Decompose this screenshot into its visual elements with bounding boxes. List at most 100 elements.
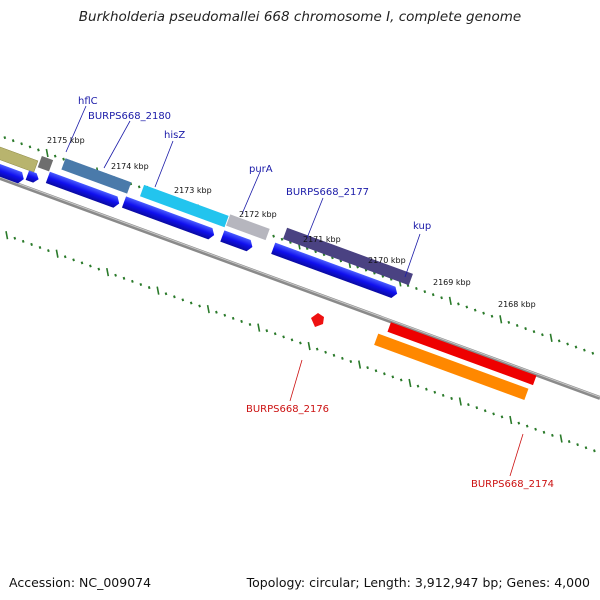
minor-tick xyxy=(53,154,57,158)
ruler-label: 2174 kbp xyxy=(111,162,149,171)
minor-tick xyxy=(215,310,218,314)
minor-tick xyxy=(248,323,252,327)
minor-tick xyxy=(465,305,469,309)
minor-tick xyxy=(28,145,32,149)
minor-tick xyxy=(566,342,569,346)
major-tick xyxy=(55,249,59,258)
major-tick xyxy=(307,341,311,351)
minor-tick xyxy=(315,347,319,351)
minor-tick xyxy=(272,234,275,238)
gene-label-BURPS668_2180[interactable]: BURPS668_2180 xyxy=(88,111,171,122)
gene-bar-BURPS668_2177[interactable] xyxy=(226,214,270,241)
minor-tick xyxy=(198,304,201,308)
accession-text: Accession: NC_009074 xyxy=(9,575,152,590)
minor-tick xyxy=(97,267,101,271)
minor-tick xyxy=(532,330,536,334)
cds-arrow-5[interactable] xyxy=(121,196,216,240)
minor-tick xyxy=(541,333,544,337)
minor-tick xyxy=(450,396,453,400)
minor-tick xyxy=(423,290,427,294)
major-tick xyxy=(549,333,553,342)
gene-bar-BURPS668_2174-orange[interactable] xyxy=(374,333,529,400)
lower-tick-track xyxy=(5,231,596,453)
minor-tick xyxy=(584,446,588,450)
minor-tick xyxy=(72,258,75,262)
minor-tick xyxy=(299,341,302,345)
cds-arrow-2[interactable] xyxy=(0,154,26,185)
minor-tick xyxy=(173,295,176,299)
major-tick xyxy=(499,315,503,324)
minor-tick xyxy=(507,320,511,324)
minor-tick xyxy=(366,366,369,370)
minor-tick xyxy=(164,292,168,296)
minor-tick xyxy=(139,282,143,286)
cds-arrow-4[interactable] xyxy=(45,171,121,209)
gene-bar-BURPS668_2180[interactable] xyxy=(37,155,54,172)
minor-tick xyxy=(542,430,546,434)
minor-tick xyxy=(440,296,443,300)
minor-tick xyxy=(583,348,586,352)
gene-label-BURPS668_2176[interactable]: BURPS668_2176 xyxy=(246,404,329,415)
major-tick xyxy=(106,268,110,277)
cds-arrow-6[interactable] xyxy=(220,230,254,252)
minor-tick xyxy=(290,338,294,342)
minor-tick xyxy=(490,314,494,318)
genome-summary-text: Topology: circular; Length: 3,912,947 bp… xyxy=(246,575,590,590)
gene-label-BURPS668_2174[interactable]: BURPS668_2174 xyxy=(471,479,554,490)
gene-BURPS668_2176-marker[interactable] xyxy=(311,313,324,327)
minor-tick xyxy=(524,327,527,331)
major-tick xyxy=(206,304,210,314)
minor-tick xyxy=(3,136,7,140)
minor-tick xyxy=(181,298,185,302)
minor-tick xyxy=(431,293,435,297)
minor-tick xyxy=(30,242,33,246)
minor-tick xyxy=(567,440,571,444)
gene-label-hflC[interactable]: hflC xyxy=(78,96,98,107)
ruler-label: 2169 kbp xyxy=(433,278,471,287)
gene-label-hisZ[interactable]: hisZ xyxy=(164,130,185,141)
gene-bar-kup[interactable] xyxy=(282,227,413,286)
minor-tick xyxy=(332,353,336,357)
minor-tick xyxy=(517,421,521,425)
major-tick xyxy=(448,296,452,306)
ruler-label: 2173 kbp xyxy=(174,186,212,195)
major-tick xyxy=(45,148,49,158)
minor-tick xyxy=(62,157,65,161)
minor-tick xyxy=(374,369,378,373)
gene-bar-hflC[interactable] xyxy=(0,141,39,173)
minor-tick xyxy=(223,313,227,317)
minor-tick xyxy=(391,375,395,379)
minor-tick xyxy=(37,148,40,152)
gene-bar-BURPS668_2174-red[interactable] xyxy=(387,322,537,386)
cds-arrow-3[interactable] xyxy=(25,170,41,184)
minor-tick xyxy=(20,142,23,146)
minor-tick xyxy=(38,246,42,250)
minor-tick xyxy=(324,350,327,354)
minor-tick xyxy=(280,237,284,241)
cds-arrow-7[interactable] xyxy=(271,242,399,300)
major-tick xyxy=(257,323,261,332)
minor-tick xyxy=(11,139,15,143)
gene-bar-hisZ[interactable] xyxy=(61,158,132,194)
gene-label-BURPS668_2177[interactable]: BURPS668_2177 xyxy=(286,187,369,198)
minor-tick xyxy=(122,276,126,280)
minor-tick xyxy=(441,393,445,397)
gene-bar-purA[interactable] xyxy=(140,184,229,228)
minor-tick xyxy=(47,249,50,253)
reverse-leader-lines xyxy=(289,359,524,477)
minor-tick xyxy=(557,339,561,343)
minor-tick xyxy=(415,287,418,291)
minor-tick xyxy=(425,387,428,391)
major-tick xyxy=(156,286,160,295)
ruler-label: 2170 kbp xyxy=(368,256,406,265)
minor-tick xyxy=(534,427,537,431)
minor-tick xyxy=(341,356,344,360)
gene-label-purA[interactable]: purA xyxy=(249,164,273,175)
gene-label-kup[interactable]: kup xyxy=(413,221,431,232)
minor-tick xyxy=(349,359,353,363)
minor-tick xyxy=(492,412,495,416)
minor-tick xyxy=(399,378,403,382)
minor-tick xyxy=(383,372,386,376)
minor-tick xyxy=(467,403,470,407)
